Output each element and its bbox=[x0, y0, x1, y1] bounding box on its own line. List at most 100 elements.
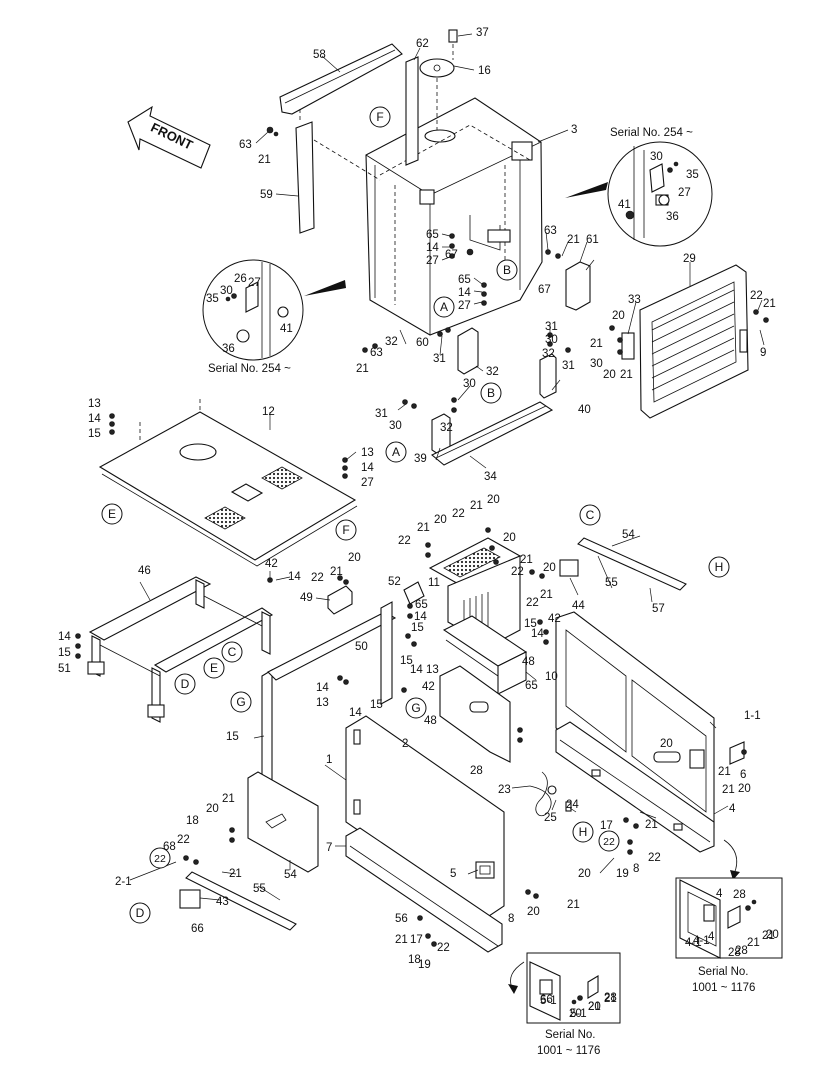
part-number-label: 21 bbox=[604, 993, 617, 1005]
part-number-label: 15 bbox=[58, 647, 71, 659]
part-number-label: 65 bbox=[458, 274, 471, 286]
part-number-label: 30 bbox=[590, 358, 603, 370]
part-number-label: 14 bbox=[288, 571, 301, 583]
part-number-label: 34 bbox=[484, 471, 497, 483]
callout-text: B bbox=[503, 263, 511, 277]
inset-part-label: 41 bbox=[618, 199, 631, 211]
part-number-label: 52 bbox=[388, 576, 401, 588]
part-number-label: 68 bbox=[163, 841, 176, 853]
part-number-label: 22 bbox=[437, 942, 450, 954]
part-number-label: 32 bbox=[440, 422, 453, 434]
part-number-label: 14 bbox=[58, 631, 71, 643]
part-number-label: 48 bbox=[522, 656, 535, 668]
callout-text: A bbox=[440, 300, 448, 314]
part-number-label: 21 bbox=[356, 363, 369, 375]
part-number-label: 14 bbox=[88, 413, 101, 425]
inset-part-label: 36 bbox=[222, 343, 235, 355]
part-number-label: 22 bbox=[398, 535, 411, 547]
part-number-label: 8 bbox=[508, 913, 514, 925]
part-number-label: 21 bbox=[417, 522, 430, 534]
inset-part-label: 4-1 bbox=[685, 937, 702, 949]
part-number-label: 10 bbox=[545, 671, 558, 683]
part-number-label: 21 bbox=[229, 868, 242, 880]
part-number-label: 67 bbox=[445, 249, 458, 261]
part-number-label: 44 bbox=[572, 600, 585, 612]
panel-7 bbox=[247, 771, 319, 873]
part-number-label: 56 bbox=[395, 913, 408, 925]
callout-text: G bbox=[411, 701, 420, 715]
part-number-label: 14 bbox=[349, 707, 362, 719]
part-number-label: 13 bbox=[88, 398, 101, 410]
inset-pointer-lower-right bbox=[723, 839, 738, 875]
part-number-label: 42 bbox=[548, 613, 561, 625]
part-number-label: 55 bbox=[605, 577, 618, 589]
part-number-label: 25 bbox=[544, 812, 557, 824]
part-number-label: 59 bbox=[260, 189, 273, 201]
callout-h: H bbox=[572, 821, 594, 843]
inset-part-label: 35 bbox=[206, 293, 219, 305]
inset-part-label: 21 bbox=[747, 937, 760, 949]
inset-1-caption: Serial No. 254 ~ bbox=[610, 127, 693, 139]
part-number-label: 5 bbox=[450, 868, 456, 880]
part-number-label: 21 bbox=[620, 369, 633, 381]
bracket-60 bbox=[457, 327, 479, 375]
part-number-label: 21 bbox=[762, 930, 775, 942]
part-number-label: 39 bbox=[414, 453, 427, 465]
part-number-label: 18 bbox=[408, 954, 421, 966]
part-number-label: 12 bbox=[262, 406, 275, 418]
part-number-label: 14 bbox=[414, 611, 427, 623]
part-number-label: 21 bbox=[718, 766, 731, 778]
part-number-label: 43 bbox=[216, 896, 229, 908]
part-number-label: 21 bbox=[722, 784, 735, 796]
strip-62 bbox=[405, 56, 419, 166]
part-number-label: 14 bbox=[361, 462, 374, 474]
part-number-label: 18 bbox=[186, 815, 199, 827]
part-number-label: 14 bbox=[458, 287, 471, 299]
part-number-label: 1 bbox=[326, 754, 332, 766]
part-number-label: 22 bbox=[452, 508, 465, 520]
part-number-label: 4 bbox=[729, 803, 736, 815]
part-number-label: 54 bbox=[284, 869, 297, 881]
part-number-label: 32 bbox=[542, 348, 555, 360]
callout-text: D bbox=[181, 677, 190, 691]
part-number-label: 33 bbox=[628, 294, 641, 306]
part-number-label: 32 bbox=[385, 336, 398, 348]
callout-a: A bbox=[433, 296, 455, 318]
part-number-label: 31 bbox=[433, 353, 446, 365]
part-number-label: 11 bbox=[428, 577, 440, 589]
callout-22: 22 bbox=[598, 830, 620, 852]
callout-22: 22 bbox=[149, 847, 171, 869]
panel-6 bbox=[439, 665, 511, 763]
callout-text: H bbox=[715, 560, 724, 574]
callout-text: F bbox=[376, 110, 383, 124]
callout-text: 22 bbox=[154, 853, 166, 865]
inset-part-label: 28 bbox=[728, 947, 741, 959]
handle-1-1 bbox=[653, 751, 681, 763]
inset-serial-1001-bottom bbox=[526, 952, 621, 1024]
part-number-label: 15 bbox=[524, 618, 537, 630]
part-number-label: 60 bbox=[416, 337, 429, 349]
inset-part-label: 28 bbox=[604, 992, 617, 1004]
part-number-label: 14 bbox=[531, 628, 544, 640]
callout-e: E bbox=[203, 657, 225, 679]
inset-serial-254-upper bbox=[607, 141, 713, 247]
part-number-label: 14 bbox=[316, 682, 329, 694]
top-panel-12 bbox=[98, 398, 358, 567]
part-number-label: 13 bbox=[316, 697, 329, 709]
callout-g: G bbox=[230, 691, 252, 713]
part-number-label: 20 bbox=[612, 310, 625, 322]
inset-serial-1001-right bbox=[675, 877, 783, 959]
inset-part-label: 41 bbox=[280, 323, 293, 335]
part-number-label: 20 bbox=[660, 738, 673, 750]
part-number-label: 20 bbox=[588, 1001, 601, 1013]
strip-4 bbox=[555, 721, 715, 853]
inset-part-label: 20 bbox=[569, 1008, 582, 1020]
callout-text: 22 bbox=[603, 836, 615, 848]
callout-text: C bbox=[586, 508, 595, 522]
part-number-label: 48 bbox=[424, 715, 437, 727]
part-number-label: 21 bbox=[540, 589, 553, 601]
part-number-label: 20 bbox=[503, 532, 516, 544]
part-number-label: 21 bbox=[763, 298, 776, 310]
part-number-label: 61 bbox=[586, 234, 599, 246]
part-number-label: 14 bbox=[410, 664, 423, 676]
